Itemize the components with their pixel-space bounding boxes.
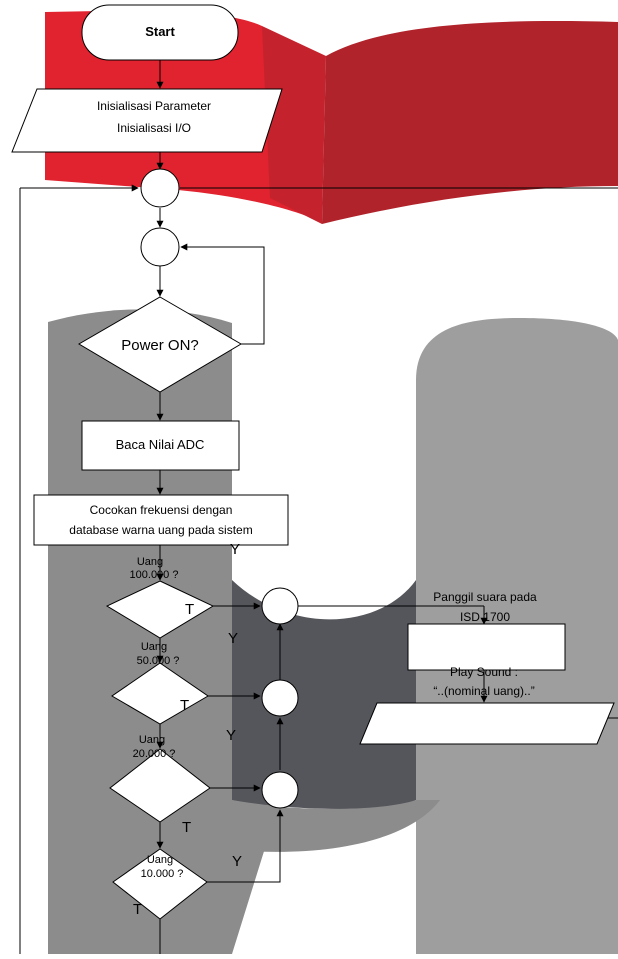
match-process: Cocokan frekuensi dengan database warna … bbox=[33, 494, 289, 546]
decision-50000: Uang 50.000 ? T Y bbox=[111, 630, 238, 725]
nominal-label-20000: 20.000 ? bbox=[133, 748, 176, 760]
junction-circle-power bbox=[140, 227, 180, 267]
nominal-label-10000: 10.000 ? bbox=[141, 868, 184, 880]
decision-10000: Uang 10.000 ? T Y bbox=[112, 848, 242, 920]
read-adc-label: Baca Nilai ADC bbox=[116, 437, 205, 452]
play-label-line1: Play Sound : bbox=[450, 665, 518, 679]
yes-label-50000: Y bbox=[228, 630, 238, 647]
read-adc-process: Baca Nilai ADC bbox=[81, 420, 240, 471]
match-label-line2: database warna uang pada sistem bbox=[69, 523, 252, 537]
play-label-line2: “..(nominal uang)..” bbox=[433, 684, 534, 698]
start-label: Start bbox=[145, 24, 175, 39]
yes-label-10000: Y bbox=[232, 853, 242, 870]
power-decision: Power ON? bbox=[78, 296, 242, 393]
book-right-page bbox=[322, 21, 618, 224]
power-question-label: Power ON? bbox=[121, 337, 199, 354]
merge-circle-20000 bbox=[261, 771, 299, 809]
yes-label-20000: Y bbox=[226, 727, 236, 744]
merge-circle-100000 bbox=[261, 587, 299, 625]
yes-label-100000: Y bbox=[230, 541, 240, 558]
u-left-arm bbox=[48, 309, 232, 954]
call-label-line1: Panggil suara pada bbox=[433, 590, 537, 604]
init-label-line2: Inisialisasi I/O bbox=[117, 121, 191, 135]
uang-label-10000: Uang bbox=[147, 854, 173, 866]
u-bottom-curve bbox=[48, 700, 440, 852]
decision-100000: Uang 100.000 ? T Y bbox=[105, 541, 240, 639]
junction-circle-top bbox=[140, 168, 180, 208]
start-terminal: Start bbox=[81, 4, 239, 61]
uang-label-20000: Uang bbox=[139, 734, 165, 746]
call-sound-process: Panggil suara pada ISD 1700 bbox=[407, 590, 566, 671]
connector-lines bbox=[19, 60, 618, 954]
u-bottom-left bbox=[232, 560, 280, 954]
init-parallelogram: Inisialisasi Parameter Inisialisasi I/O bbox=[11, 88, 283, 153]
no-label-100000: T bbox=[185, 601, 194, 618]
book-spine bbox=[262, 26, 326, 224]
no-label-20000: T bbox=[182, 819, 191, 836]
merge-circle-50000 bbox=[261, 679, 299, 717]
init-label-line1: Inisialisasi Parameter bbox=[97, 99, 211, 113]
call-label-line2: ISD 1700 bbox=[460, 610, 510, 624]
nominal-label-100000: 100.000 ? bbox=[130, 569, 179, 581]
nominal-label-50000: 50.000 ? bbox=[137, 655, 180, 667]
decision-20000: Uang 20.000 ? T Y bbox=[109, 727, 236, 836]
uang-label-50000: Uang bbox=[141, 641, 167, 653]
no-label-50000: T bbox=[180, 697, 189, 714]
match-label-line1: Cocokan frekuensi dengan bbox=[90, 503, 233, 517]
no-label-10000: T bbox=[133, 901, 142, 918]
uang-label-100000: Uang bbox=[137, 556, 163, 568]
play-sound-output: Play Sound : “..(nominal uang)..” bbox=[359, 665, 615, 745]
u-inner-dark bbox=[232, 580, 416, 809]
